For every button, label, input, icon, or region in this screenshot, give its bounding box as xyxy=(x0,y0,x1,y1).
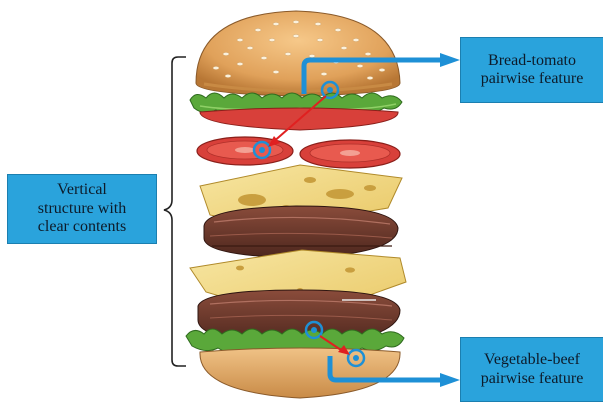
left-label-line2: structure with xyxy=(38,200,126,218)
arrow-icon xyxy=(440,373,460,387)
top-label-line2: pairwise feature xyxy=(481,70,584,88)
bottom-label-line1: Vegetable-beef xyxy=(484,351,580,369)
bottom-label-line2: pairwise feature xyxy=(481,370,584,388)
bread-tomato-label: Bread-tomato pairwise feature xyxy=(460,37,603,103)
brace-icon xyxy=(164,57,186,366)
bottom-bun xyxy=(200,348,400,398)
left-label-line1: Vertical xyxy=(57,181,107,199)
top-label-line1: Bread-tomato xyxy=(488,52,576,70)
arrow-icon xyxy=(440,53,460,67)
tomato-slices xyxy=(197,137,400,168)
top-bun xyxy=(196,11,400,96)
vegetable-beef-label: Vegetable-beef pairwise feature xyxy=(460,337,603,402)
vertical-structure-label: Vertical structure with clear contents xyxy=(7,174,157,244)
left-label-line3: clear contents xyxy=(38,218,126,236)
